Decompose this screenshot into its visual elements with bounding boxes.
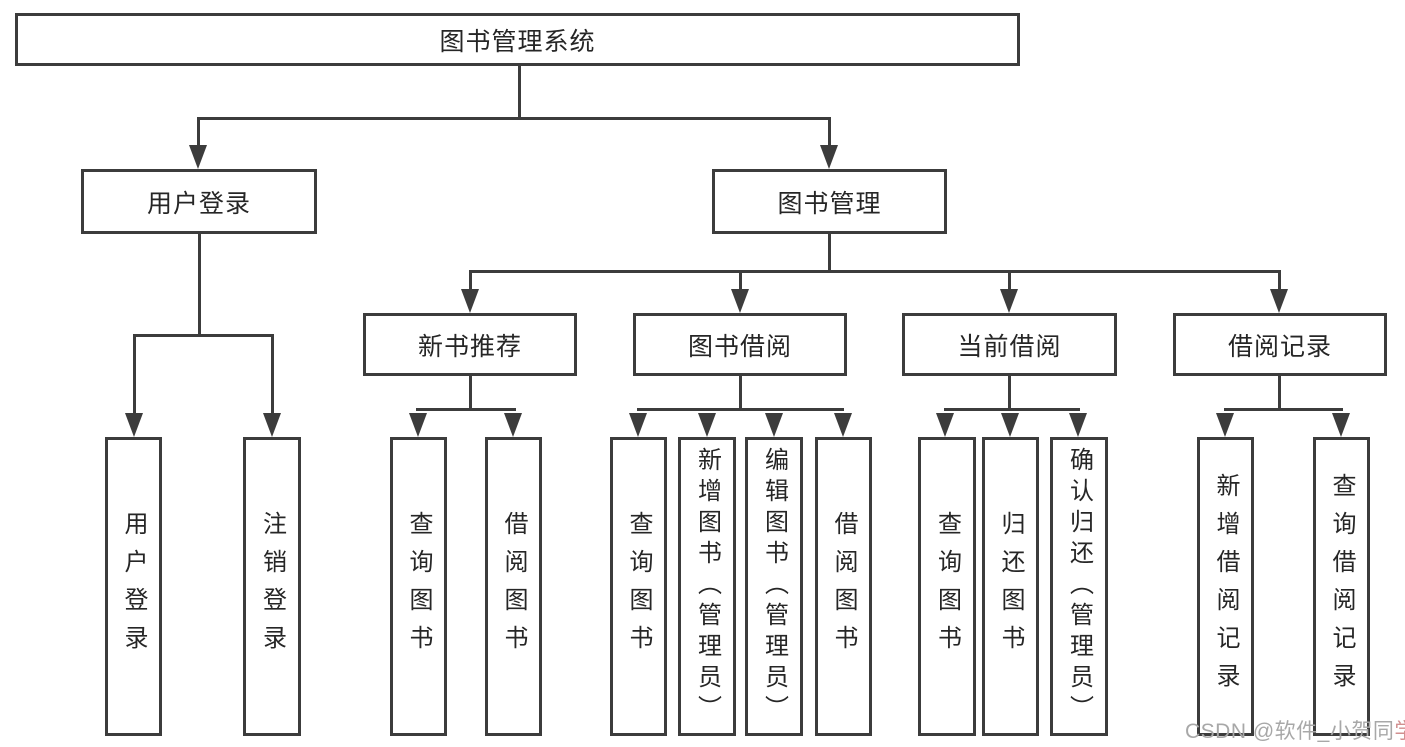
leaf-add-book-admin: 新增图书（管理员） bbox=[678, 437, 736, 736]
leaf-confirm-return-admin: 确认归还（管理员） bbox=[1050, 437, 1108, 736]
edge-user-login-drop-2 bbox=[271, 334, 274, 415]
arrowhead-down-icon bbox=[504, 413, 522, 437]
leaf-edit-book-admin: 编辑图书（管理员） bbox=[745, 437, 803, 736]
edge-book-mgmt-drop-2 bbox=[739, 270, 742, 291]
edge-recommend-stem bbox=[469, 376, 472, 411]
edge-book-mgmt-stem bbox=[828, 234, 831, 273]
edge-borrowing-bar bbox=[637, 408, 844, 411]
arrowhead-down-icon bbox=[1216, 413, 1234, 437]
node-current-borrowing: 当前借阅 bbox=[902, 313, 1117, 376]
arrowhead-down-icon bbox=[629, 413, 647, 437]
edge-user-login-stem bbox=[198, 234, 201, 337]
arrowhead-down-icon bbox=[125, 413, 143, 437]
arrowhead-down-icon bbox=[1270, 289, 1288, 313]
arrowhead-down-icon bbox=[936, 413, 954, 437]
edge-user-login-drop-1 bbox=[133, 334, 136, 415]
arrowhead-down-icon bbox=[698, 413, 716, 437]
csdn-watermark-text: CSDN @软件_小贺同 bbox=[1185, 720, 1395, 743]
edge-root-drop-right bbox=[828, 117, 831, 149]
csdn-watermark-accent: 学 bbox=[1394, 720, 1405, 743]
arrowhead-down-icon bbox=[409, 413, 427, 437]
edge-book-mgmt-drop-3 bbox=[1008, 270, 1011, 291]
edge-book-mgmt-drop-1 bbox=[469, 270, 472, 291]
arrowhead-down-icon bbox=[461, 289, 479, 313]
arrowhead-down-icon bbox=[1001, 413, 1019, 437]
edge-recommend-bar bbox=[416, 408, 516, 411]
edge-records-bar bbox=[1224, 408, 1343, 411]
arrowhead-down-icon bbox=[820, 145, 838, 169]
edge-root-stem bbox=[518, 66, 521, 120]
leaf-return-book: 归还图书 bbox=[982, 437, 1039, 736]
leaf-borrow-book: 借阅图书 bbox=[485, 437, 542, 736]
arrowhead-down-icon bbox=[834, 413, 852, 437]
leaf-borrow-book: 借阅图书 bbox=[815, 437, 872, 736]
arrowhead-down-icon bbox=[1000, 289, 1018, 313]
arrowhead-down-icon bbox=[263, 413, 281, 437]
leaf-logout: 注销登录 bbox=[243, 437, 301, 736]
edge-current-bar bbox=[944, 408, 1080, 411]
node-borrow-records: 借阅记录 bbox=[1173, 313, 1387, 376]
leaf-query-book: 查询图书 bbox=[918, 437, 976, 736]
edge-book-mgmt-drop-4 bbox=[1278, 270, 1281, 291]
edge-root-drop-left bbox=[197, 117, 200, 149]
arrowhead-down-icon bbox=[189, 145, 207, 169]
edge-borrowing-stem bbox=[739, 376, 742, 411]
arrowhead-down-icon bbox=[1332, 413, 1350, 437]
edge-root-bar bbox=[197, 117, 831, 120]
leaf-user-login: 用户登录 bbox=[105, 437, 162, 736]
arrowhead-down-icon bbox=[765, 413, 783, 437]
node-user-login: 用户登录 bbox=[81, 169, 317, 234]
leaf-query-borrow-record: 查询借阅记录 bbox=[1313, 437, 1370, 736]
node-book-borrowing: 图书借阅 bbox=[633, 313, 847, 376]
edge-user-login-bar bbox=[133, 334, 274, 337]
edge-current-stem bbox=[1008, 376, 1011, 411]
arrowhead-down-icon bbox=[731, 289, 749, 313]
leaf-add-borrow-record: 新增借阅记录 bbox=[1197, 437, 1254, 736]
node-book-management: 图书管理 bbox=[712, 169, 947, 234]
csdn-watermark: CSDN @软件_小贺同学 bbox=[1185, 715, 1405, 745]
edge-records-stem bbox=[1278, 376, 1281, 411]
edge-book-mgmt-bar bbox=[469, 270, 1281, 273]
leaf-query-book: 查询图书 bbox=[390, 437, 447, 736]
leaf-query-book: 查询图书 bbox=[610, 437, 667, 736]
node-library-management-system: 图书管理系统 bbox=[15, 13, 1020, 66]
arrowhead-down-icon bbox=[1069, 413, 1087, 437]
node-new-book-recommend: 新书推荐 bbox=[363, 313, 577, 376]
